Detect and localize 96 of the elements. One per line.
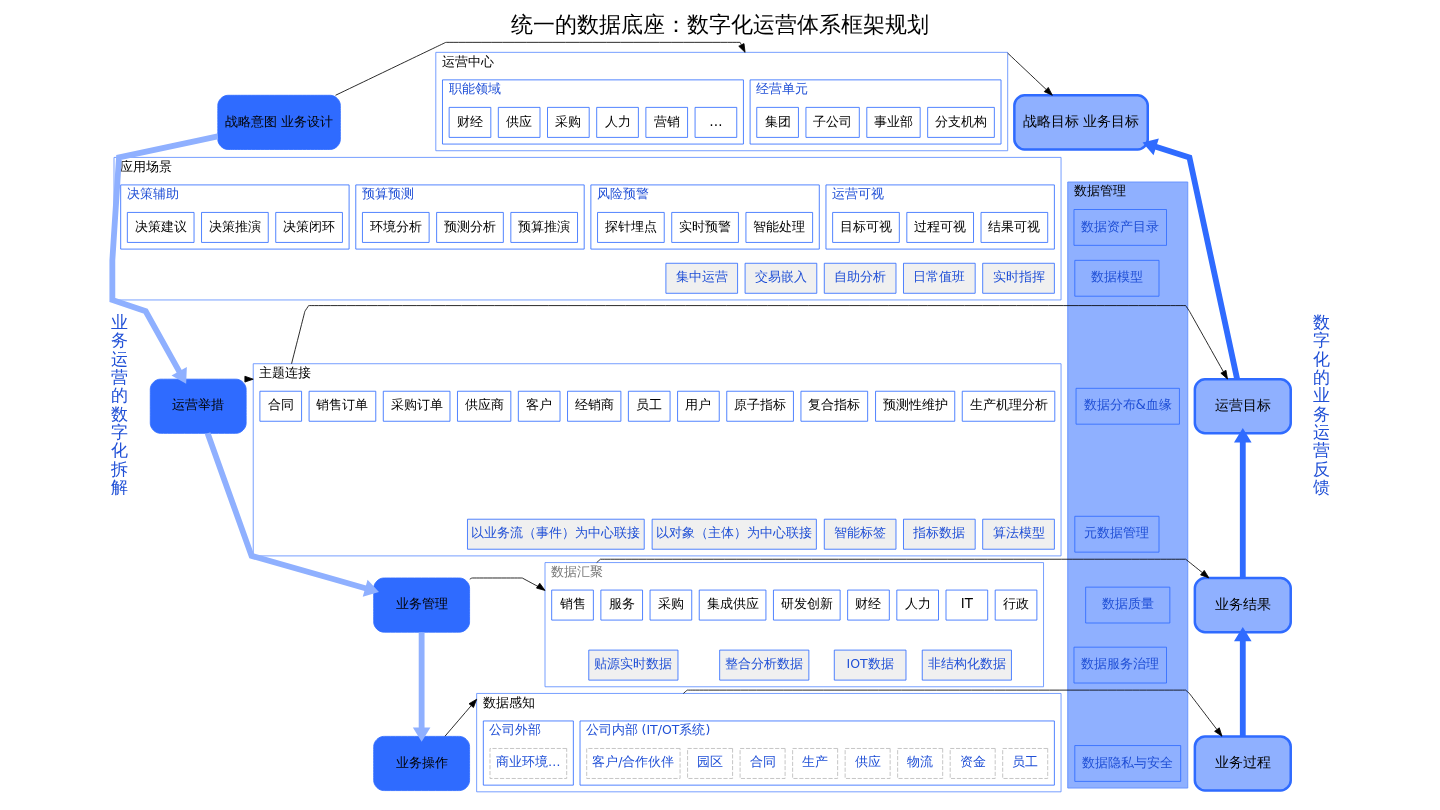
node-box: 数据资产目录 (1073, 209, 1167, 246)
node-box: 环境分析 (361, 212, 430, 243)
node-box: 算法模型 (981, 518, 1055, 550)
node-box: 供应 (844, 748, 891, 779)
node-box: 数据质量 (1084, 586, 1170, 624)
arrow (334, 41, 745, 96)
arrow (204, 432, 379, 597)
node-box: 园区 (686, 748, 733, 779)
node-box: 用户 (676, 390, 720, 422)
node-box: 以对象（主体）为中心联接 (651, 518, 817, 550)
arrow (595, 558, 1209, 579)
arrow (1233, 428, 1252, 578)
label: 数字化的业务运营反馈 (1312, 312, 1330, 497)
node-box: 整合分析数据 (718, 649, 809, 681)
node-box: 决策建议 (126, 212, 194, 243)
node-box: … (694, 106, 737, 138)
node-box: 实时预警 (670, 212, 739, 243)
node-box: 预算推演 (509, 212, 578, 243)
node-box: 元数据管理 (1073, 515, 1159, 553)
node-box: 业务管理 (372, 577, 470, 633)
node-box: 供应 (497, 106, 540, 138)
node-box: 采购 (649, 589, 692, 621)
node-box: 人力 (895, 589, 939, 621)
node-box: 决策推演 (200, 212, 269, 243)
node-box: 采购订单 (382, 390, 450, 422)
node-box: 集团 (755, 106, 799, 138)
node-box: 合同 (259, 390, 302, 422)
node-box: 分支机构 (926, 106, 995, 138)
label: 业务运营的数字化拆解 (110, 312, 128, 497)
node-box: IT (945, 589, 988, 621)
node-box: 过程可视 (905, 212, 974, 243)
node-box: 战略目标 业务目标 (1012, 94, 1149, 151)
node-box: 数据分布&血缘 (1075, 387, 1180, 425)
node-box: 交易嵌入 (744, 262, 817, 294)
node-box: 客户 (517, 390, 560, 422)
arrow (412, 632, 430, 742)
node-box: 预测分析 (435, 212, 504, 243)
node-box: 智能标签 (823, 518, 896, 550)
node-box: 经销商 (566, 390, 621, 422)
node-box: 复合指标 (800, 390, 868, 422)
node-box: 商业环境… (489, 748, 567, 779)
arrow (1006, 52, 1053, 96)
node-box: 数据服务治理 (1073, 646, 1167, 684)
arrow (1142, 138, 1240, 380)
node-box: 行政 (994, 589, 1037, 621)
node-box: 原子指标 (725, 390, 794, 422)
node-box: 人力 (595, 106, 639, 138)
diagram-title: 统一的数据底座：数字化运营体系框架规划 (511, 12, 929, 38)
node-box: 预测性维护 (874, 390, 955, 422)
node-box: 以业务流（事件）为中心联接 (466, 518, 645, 550)
node-box: 生产机理分析 (961, 390, 1055, 422)
node-box: 销售订单 (308, 390, 376, 422)
node-box: 服务 (599, 589, 643, 621)
node-box: 客户/合作伙伴 (585, 748, 680, 779)
node-box: 子公司 (805, 106, 860, 138)
node-box: 研发创新 (772, 589, 841, 621)
node-box: 资金 (949, 748, 996, 779)
node-box: 采购 (546, 106, 590, 138)
arrow (468, 577, 545, 591)
node-box: 结果可视 (980, 212, 1048, 243)
arrow (108, 133, 218, 384)
node-box: 数据模型 (1073, 259, 1159, 297)
node-box: 物流 (896, 748, 943, 779)
node-box: 集中运营 (664, 262, 738, 294)
node-box: 员工 (1001, 748, 1048, 779)
node-box: 目标可视 (831, 212, 900, 243)
arrow (444, 698, 477, 737)
node-box: 战略意图 业务设计 (216, 94, 341, 150)
node-box: 合同 (739, 748, 786, 779)
node-box: 自助分析 (823, 262, 896, 294)
node-box: 集成供应 (698, 589, 766, 621)
node-box: 指标数据 (902, 518, 976, 550)
node-box: 日常值班 (902, 262, 976, 294)
node-box: 营销 (644, 106, 688, 138)
arrow (1233, 626, 1252, 737)
node-box: 员工 (627, 390, 670, 422)
node-box: 非结构化数据 (921, 649, 1012, 681)
node-box: 实时指挥 (981, 262, 1055, 294)
node-box: 业务结果 (1193, 576, 1292, 634)
node-box: 数据隐私与安全 (1073, 745, 1181, 782)
arrow (682, 689, 1222, 737)
node-box: 财经 (448, 106, 491, 138)
node-box: 业务过程 (1193, 735, 1292, 792)
node-box: 业务操作 (372, 735, 470, 791)
node-box: IOT数据 (833, 649, 906, 681)
node-box: 探针埋点 (596, 212, 665, 243)
arrow (290, 305, 1228, 380)
node-box: 生产 (791, 748, 838, 779)
node-box: 贴源实时数据 (587, 649, 678, 681)
node-box: 供应商 (456, 390, 511, 422)
node-box: 事业部 (865, 106, 921, 138)
node-box: 销售 (550, 589, 594, 621)
node-box: 财经 (846, 589, 890, 621)
node-box: 运营目标 (1193, 377, 1292, 435)
node-box: 智能处理 (745, 212, 813, 243)
node-box: 决策闭环 (274, 212, 343, 243)
